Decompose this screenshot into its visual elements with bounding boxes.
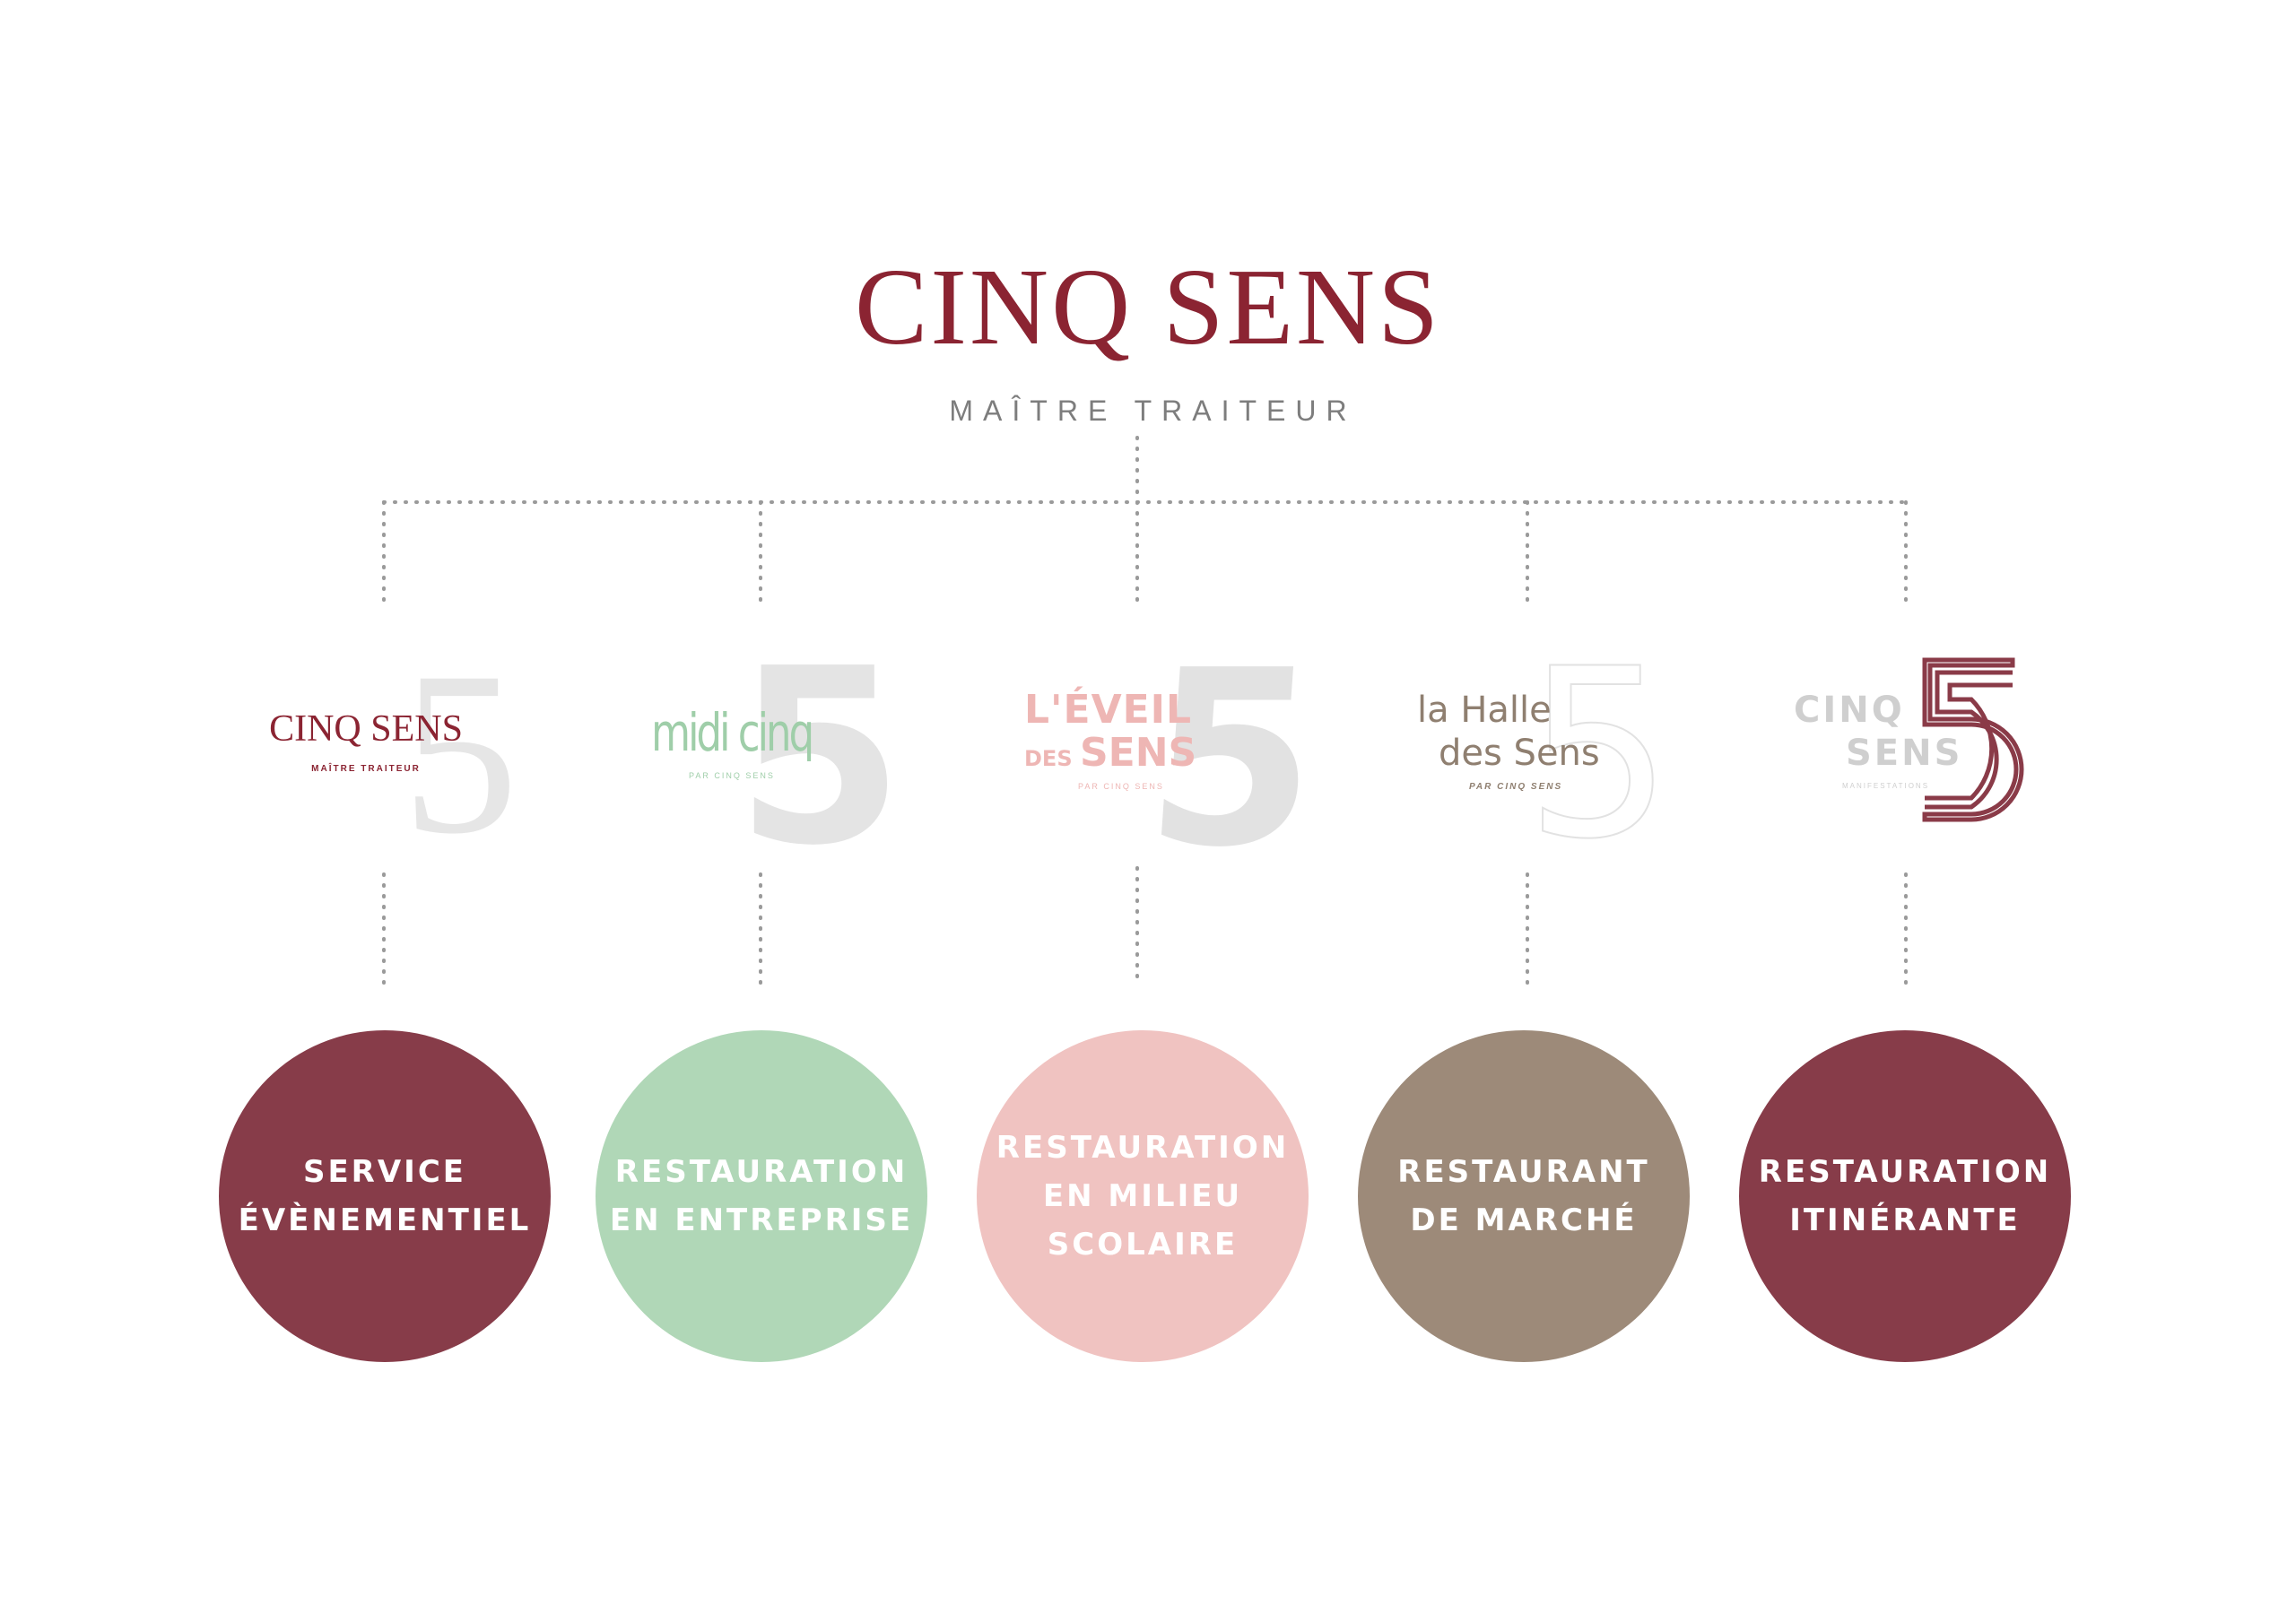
logo-halle-name: la Halle bbox=[1417, 690, 1552, 731]
logo-eveil-des: DES bbox=[1024, 746, 1080, 771]
circle-label-evenementiel: SERVICE ÉVÈNEMENTIEL bbox=[238, 1154, 532, 1238]
logo-halle-subname: des Sens bbox=[1439, 733, 1600, 774]
logo-itinerant-subname: SENS bbox=[1846, 733, 1963, 774]
logo-la-halle-des-sens: 5 la Halle des Sens PAR CINQ SENS bbox=[1408, 628, 1695, 872]
logo-cinq-sens-tagline: MAÎTRE TRAITEUR bbox=[311, 764, 421, 774]
logo-eveil-tagline: PAR CINQ SENS bbox=[1078, 782, 1164, 791]
logo-eveil-des-sens: 5 L'ÉVEIL DES SENS PAR CINQ SENS bbox=[1013, 618, 1326, 900]
circle-restauration-itinerante: RESTAURATION ITINÉRANTE bbox=[1739, 1030, 2071, 1362]
circle-label-itinerante: RESTAURATION ITINÉRANTE bbox=[1758, 1154, 2052, 1238]
main-brand-tagline: MAÎTRE TRAITEUR bbox=[949, 395, 1357, 427]
logo-itinerant-name: CINQ bbox=[1794, 690, 1905, 731]
logo-midi-cinq: 5 midi cinq PAR CINQ SENS bbox=[646, 628, 904, 879]
circle-restauration-scolaire: RESTAURATION EN MILIEU SCOLAIRE bbox=[977, 1030, 1309, 1362]
logo-halle-numeral: 5 bbox=[1524, 620, 1674, 890]
logo-midi-cinq-name: midi cinq bbox=[651, 702, 814, 763]
logo-cinq-sens-manifestations: CINQ SENS MANIFESTATIONS bbox=[1785, 628, 2054, 852]
logo-eveil-sens: SENS bbox=[1079, 730, 1197, 776]
logo-cinq-sens-name: CINQ SENS bbox=[269, 708, 463, 750]
logo-cinq-sens: 5 CINQ SENS MAÎTRE TRAITEUR bbox=[240, 628, 536, 870]
logo-midi-cinq-tagline: PAR CINQ SENS bbox=[689, 771, 775, 780]
logo-eveil-subname: DES SENS bbox=[1024, 733, 1196, 773]
circle-label-marche: RESTAURANT DE MARCHÉ bbox=[1397, 1154, 1650, 1238]
circle-service-evenementiel: SERVICE ÉVÈNEMENTIEL bbox=[219, 1030, 551, 1362]
logo-cinq-sens-numeral: 5 bbox=[402, 624, 518, 882]
circle-restauration-entreprise: RESTAURATION EN ENTREPRISE bbox=[596, 1030, 927, 1362]
main-brand-title: CINQ SENS bbox=[854, 247, 1442, 368]
logo-itinerant-tagline: MANIFESTATIONS bbox=[1842, 782, 1930, 790]
logo-halle-tagline: PAR CINQ SENS bbox=[1469, 782, 1563, 792]
circle-restaurant-marche: RESTAURANT DE MARCHÉ bbox=[1358, 1030, 1690, 1362]
logo-midi-cinq-numeral: 5 bbox=[735, 616, 904, 898]
circle-label-scolaire: RESTAURATION EN MILIEU SCOLAIRE bbox=[996, 1130, 1290, 1263]
circle-label-entreprise: RESTAURATION EN ENTREPRISE bbox=[609, 1154, 914, 1238]
logo-eveil-name: L'ÉVEIL bbox=[1024, 687, 1193, 733]
logo-itinerant-numeral-graphic bbox=[1922, 657, 2024, 822]
